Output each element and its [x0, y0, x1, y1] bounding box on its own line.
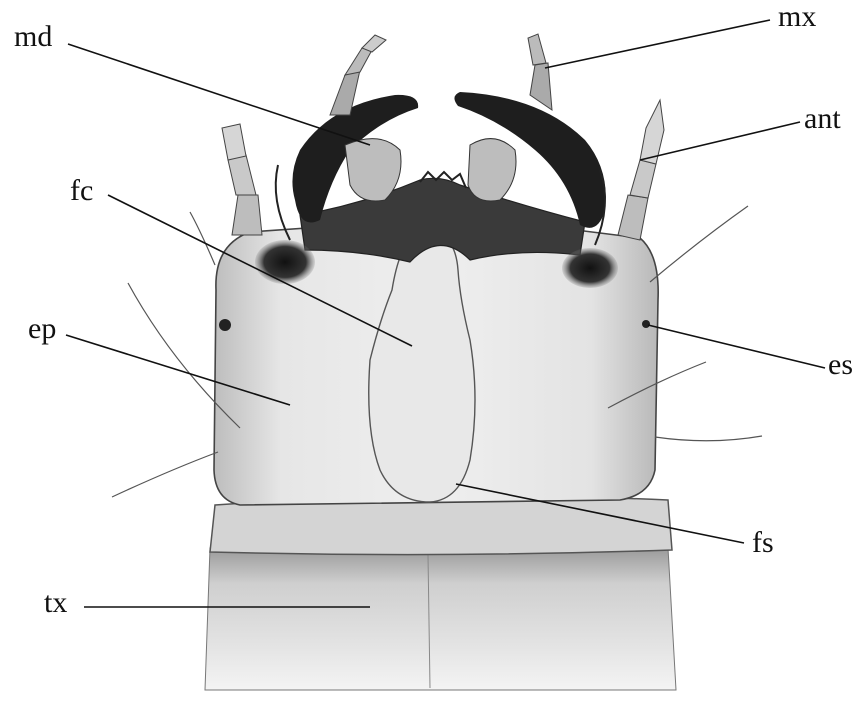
antenna-left [222, 124, 262, 235]
label-md: md [14, 22, 52, 52]
label-ant: ant [804, 104, 841, 134]
label-es: es [828, 350, 853, 380]
label-fs: fs [752, 528, 774, 558]
maxilla-right [528, 34, 552, 110]
antenna-right [618, 100, 664, 240]
label-tx: tx [44, 588, 67, 618]
label-fc: fc [70, 176, 93, 206]
thorax-segment [205, 548, 676, 690]
label-mx: mx [778, 2, 816, 32]
label-ep: ep [28, 314, 56, 344]
